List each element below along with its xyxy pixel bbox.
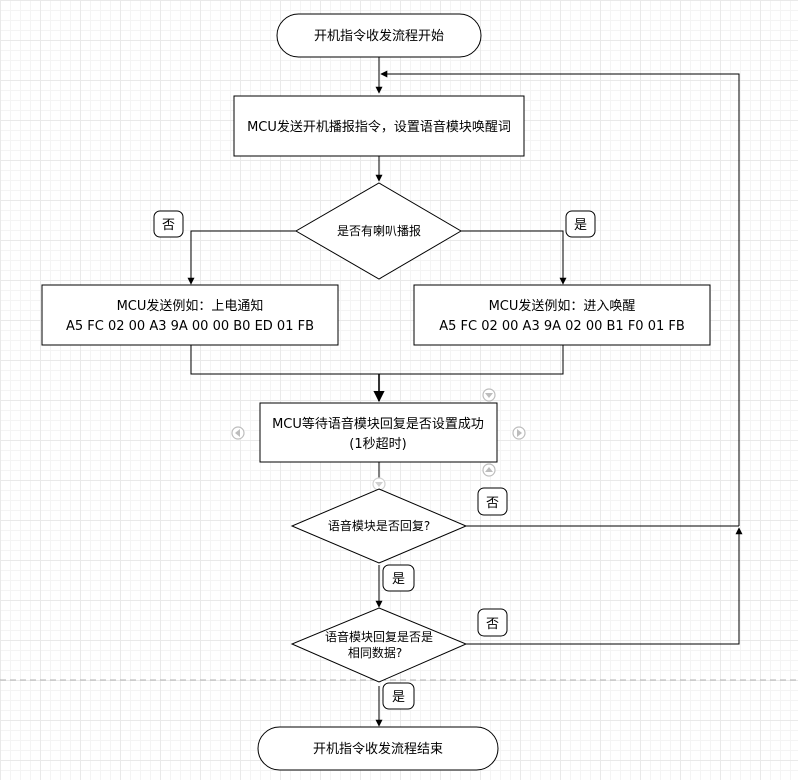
edge-decision-no[interactable] [187,230,296,285]
tag-no-speaker-label: 否 [162,218,175,233]
step-send-command[interactable]: MCU发送开机播报指令，设置语音模块唤醒词 [233,95,525,157]
box-send-power-on-line1: MCU发送例如：上电通知 [117,298,264,314]
box-send-wake-line1: MCU发送例如：进入唤醒 [489,298,636,314]
tag-no-speaker[interactable]: 否 [153,210,184,238]
edge-same-no[interactable] [466,527,743,645]
decision-same-line2: 相同数据? [348,645,402,660]
tag-yes-speaker-label: 是 [574,218,587,233]
tag-yes-same[interactable]: 是 [382,682,415,710]
tag-no-same[interactable]: 否 [477,608,508,637]
edge-loop-back[interactable] [380,70,740,526]
box-send-power-on-line2: A5 FC 02 00 A3 9A 00 00 B0 ED 01 FB [66,319,314,334]
edge-decision-yes[interactable] [461,230,567,285]
handle-up-icon[interactable] [482,388,496,402]
edges [187,57,743,727]
step-wait-line1: MCU等待语音模块回复是否设置成功 [272,416,484,432]
step-wait-reply[interactable]: MCU等待语音模块回复是否设置成功 (1秒超时) [259,402,498,463]
handle-below-icon[interactable] [372,477,386,491]
tag-yes-reply-label: 是 [392,572,405,587]
start-label: 开机指令收发流程开始 [314,28,444,44]
handle-down-icon[interactable] [482,463,496,477]
tag-yes-same-label: 是 [392,690,405,705]
tag-no-reply-label: 否 [486,496,499,511]
box-send-power-on[interactable]: MCU发送例如：上电通知 A5 FC 02 00 A3 9A 00 00 B0 … [41,284,339,346]
tag-no-reply[interactable]: 否 [477,487,508,516]
edge-merge-right[interactable] [379,345,564,375]
tag-yes-reply[interactable]: 是 [382,564,415,592]
decision-reply[interactable]: 语音模块是否回复? [290,488,468,564]
end-terminal[interactable]: 开机指令收发流程结束 [257,726,499,771]
handle-right-icon[interactable] [512,426,526,440]
box-send-wake[interactable]: MCU发送例如：进入唤醒 A5 FC 02 00 A3 9A 02 00 B1 … [413,284,711,346]
decision-reply-label: 语音模块是否回复? [328,518,430,533]
start-terminal[interactable]: 开机指令收发流程开始 [276,13,482,58]
step-wait-line2: (1秒超时) [349,437,406,452]
decision-same-line1: 语音模块回复是否是 [325,629,433,644]
handle-left-icon[interactable] [231,426,245,440]
step-send-label: MCU发送开机播报指令，设置语音模块唤醒词 [247,119,511,135]
edge-merge-left[interactable] [190,345,379,375]
box-send-wake-line2: A5 FC 02 00 A3 9A 02 00 B1 F0 01 FB [439,319,685,334]
end-label: 开机指令收发流程结束 [313,741,443,757]
decision-speaker[interactable]: 是否有喇叭播报 [295,182,462,280]
tag-no-same-label: 否 [486,617,499,632]
decision-same-data[interactable]: 语音模块回复是否是 相同数据? [290,607,468,683]
decision-speaker-label: 是否有喇叭播报 [337,223,421,238]
tag-yes-speaker[interactable]: 是 [565,210,596,238]
